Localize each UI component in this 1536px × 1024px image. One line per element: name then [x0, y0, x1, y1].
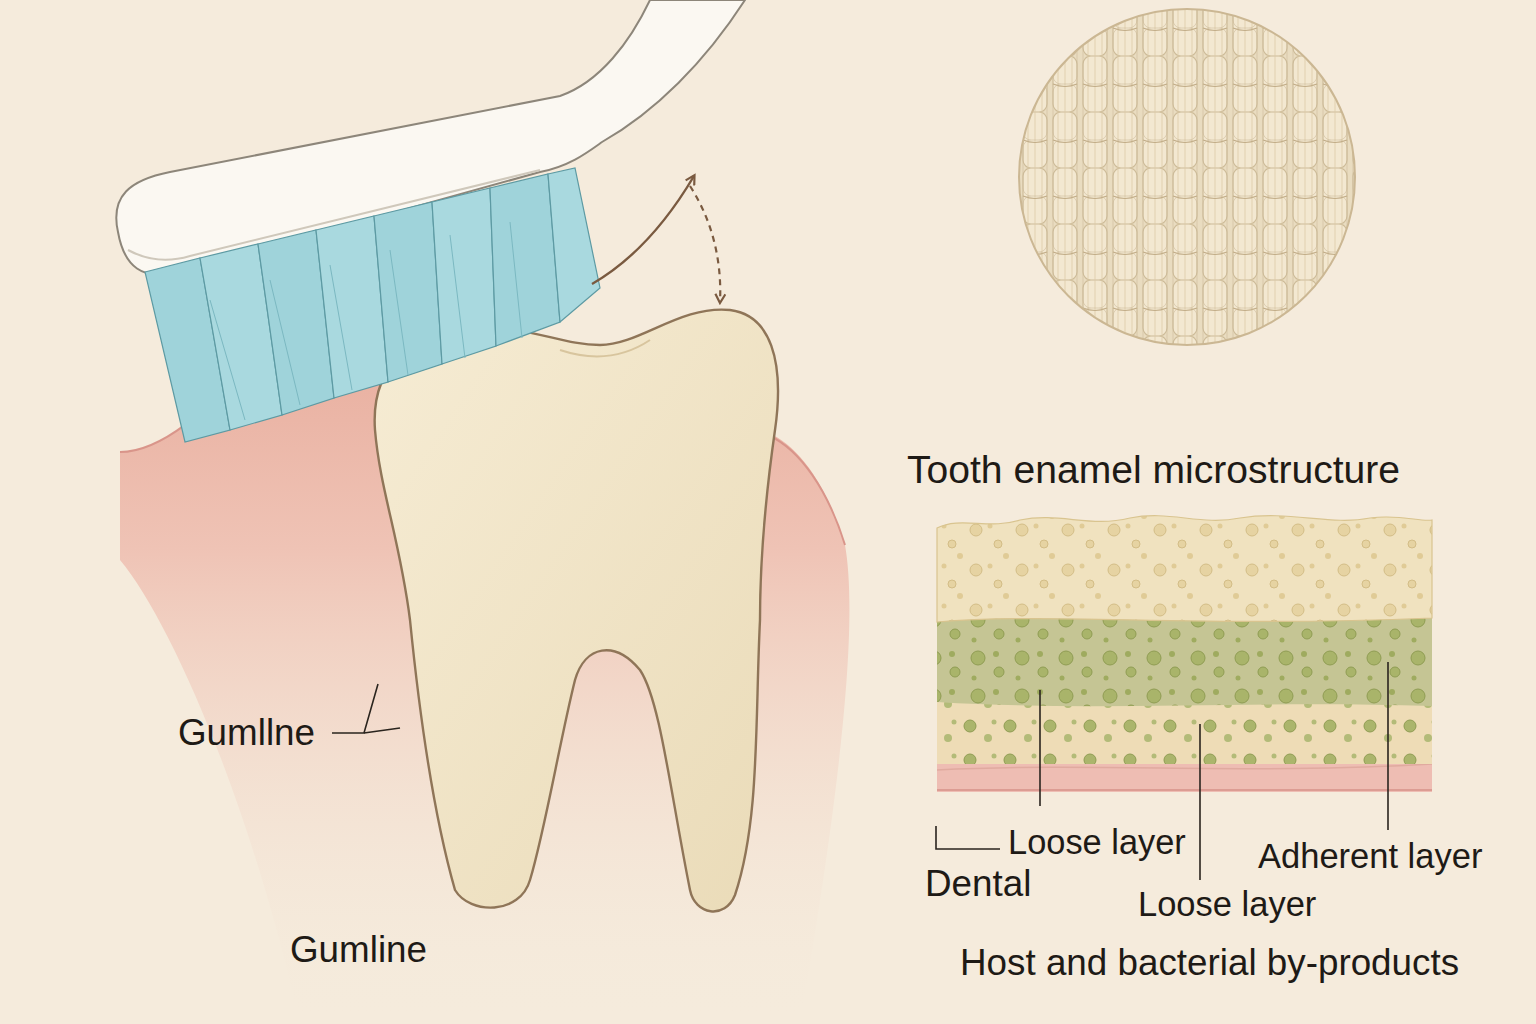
layer-label: Adherent layer	[1258, 836, 1482, 877]
bristles	[145, 168, 600, 442]
enamel-rods	[1010, 0, 1370, 360]
layer-label: Loose layer	[1138, 884, 1316, 925]
caption-label: Host and bacterial by-products	[960, 941, 1459, 985]
plaque-cross-section	[937, 516, 1432, 792]
caption-label: Tooth enamel microstructure	[907, 447, 1400, 494]
molar-tooth	[375, 310, 778, 912]
part-label: Dental	[925, 862, 1031, 906]
gum-edge	[770, 436, 845, 545]
layer-label: Loose layer	[1008, 822, 1186, 863]
part-label: Gumline	[290, 928, 427, 972]
leader-lines	[332, 662, 1388, 880]
motion-arrow-dashed	[690, 186, 720, 302]
magnifier-circle	[1019, 9, 1355, 345]
part-label: Gumllne	[178, 711, 315, 755]
tooth-shading	[560, 340, 650, 357]
motion-arrow	[592, 176, 694, 284]
